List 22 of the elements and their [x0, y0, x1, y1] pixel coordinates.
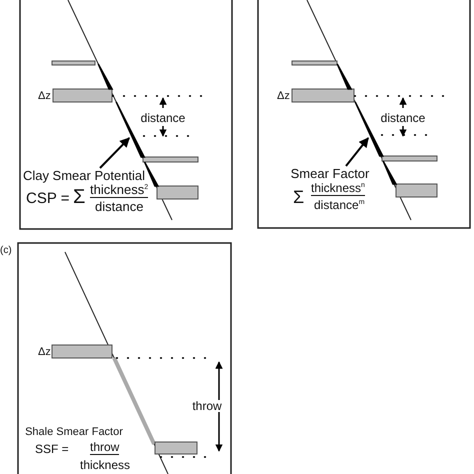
formula-text: CSP =	[26, 190, 70, 206]
distance-label: distance	[380, 112, 426, 124]
distance-label: distance	[140, 112, 186, 124]
formula-denominator: distance$^{m}$	[314, 199, 365, 211]
leader-arrow	[345, 137, 370, 167]
sum-symbol: Σ	[73, 187, 86, 207]
leader-arrow	[99, 137, 130, 169]
formula-title: Shale Smear Factor	[25, 426, 123, 438]
formula-denominator: thickness	[80, 459, 130, 471]
bed-label: Δz	[38, 346, 51, 358]
formula-numerator: thickness$^{n}$	[311, 182, 365, 196]
panel-label: (c)	[0, 246, 12, 256]
callout-text: Smear Factor	[290, 167, 370, 180]
callout-text: Clay Smear Potential	[22, 169, 146, 182]
formula-text: SSF =	[35, 443, 69, 455]
bed-label: Δz	[277, 90, 290, 102]
formula-denominator: distance	[95, 200, 144, 212]
throw-label: throw	[192, 400, 222, 412]
sum-symbol: Σ	[293, 188, 304, 206]
formula-numerator: throw	[90, 441, 120, 455]
bed-label: Δz	[38, 90, 51, 102]
formula-numerator: thickness$^{2}$	[90, 182, 148, 198]
